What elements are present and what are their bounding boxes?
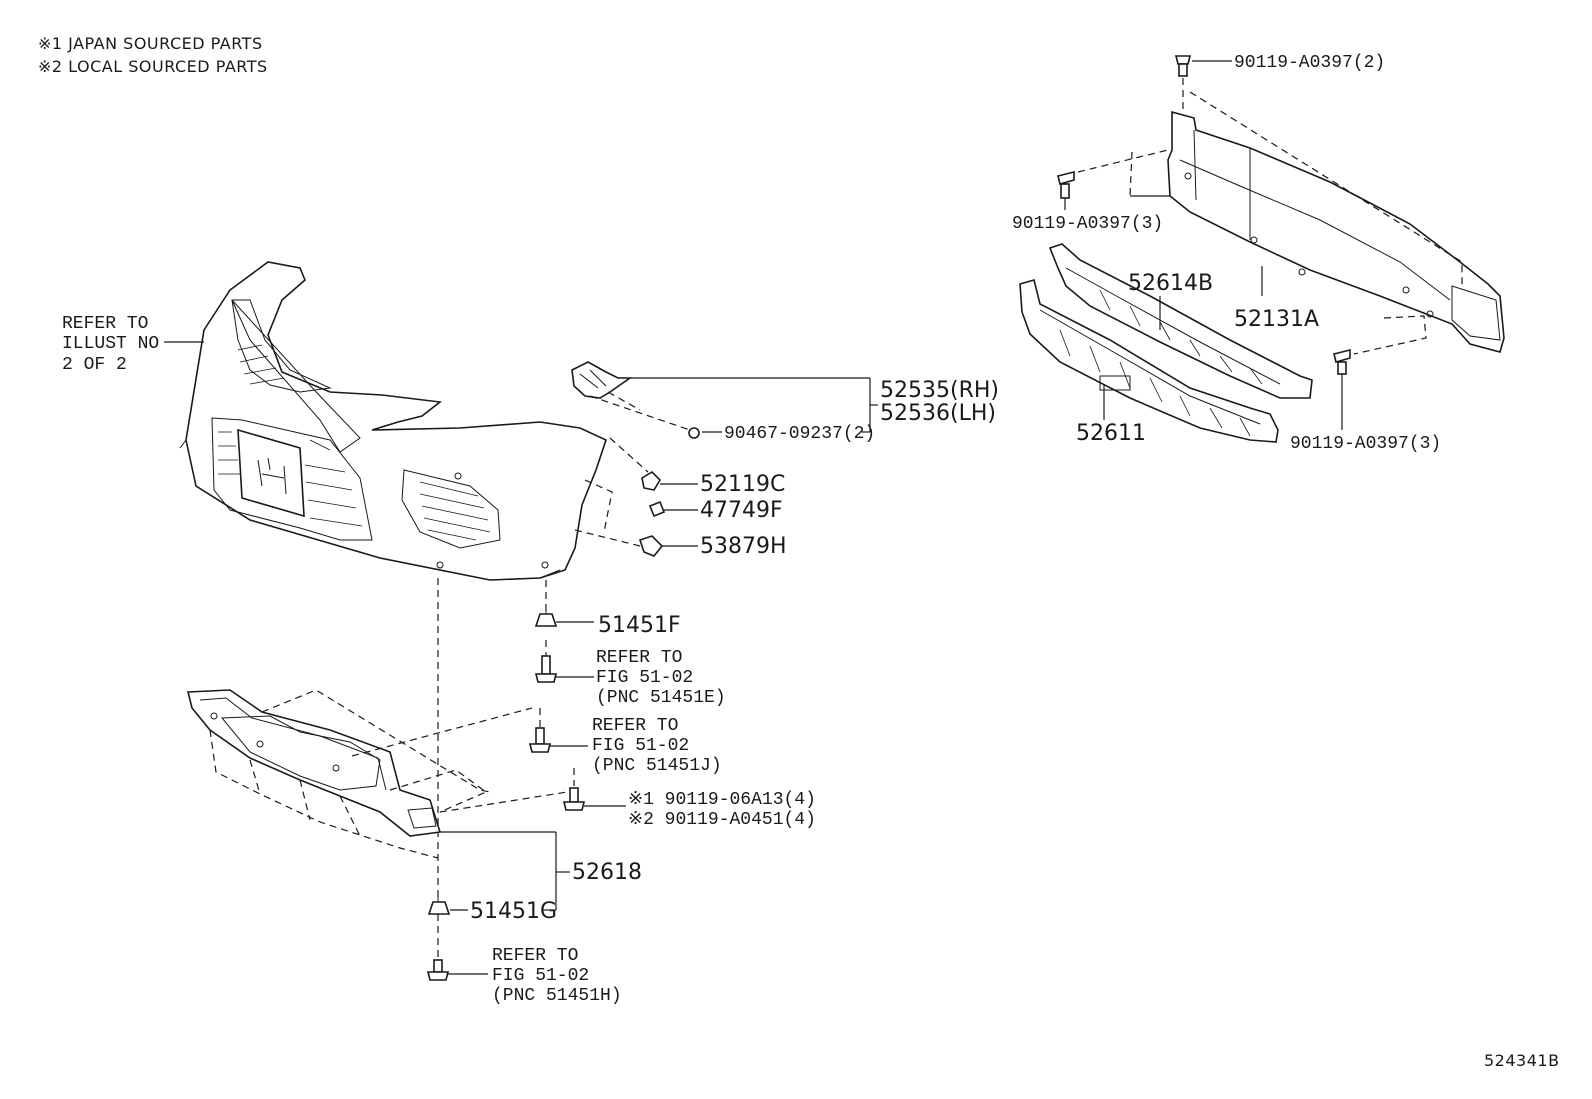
engine-under-cover-drawing	[186, 689, 442, 837]
label-52535-rh: 52535(RH)	[880, 378, 999, 403]
label-90119-06a13: ※1 90119-06A13(4)	[628, 790, 816, 810]
label-90119-a0397-top: 90119-A0397(2)	[1234, 53, 1385, 73]
label-53879h: 53879H	[700, 534, 787, 559]
clip-51451g-icon	[427, 894, 451, 915]
nut-47749f-icon	[648, 500, 666, 518]
refer-fig-j-line3: (PNC 51451J)	[592, 756, 722, 776]
figure-id: 524341B	[1484, 1051, 1560, 1070]
label-52618: 52618	[572, 860, 642, 885]
refer-illust-line2: ILLUST NO	[62, 334, 159, 354]
label-52614b: 52614B	[1128, 271, 1213, 296]
label-90119-a0451: ※2 90119-A0451(4)	[628, 810, 816, 830]
clip-90467-icon	[688, 427, 700, 439]
refer-fig-e-line2: FIG 51-02	[596, 668, 693, 688]
bolt-51451h-icon	[426, 959, 450, 981]
dash-bracket-clip	[589, 395, 691, 431]
label-52131a: 52131A	[1234, 307, 1319, 332]
label-52611: 52611	[1076, 421, 1146, 446]
note-local-sourced: ※2 LOCAL SOURCED PARTS	[38, 57, 268, 76]
refer-fig-h-line3: (PNC 51451H)	[492, 986, 622, 1006]
label-90119-a0397-left: 90119-A0397(3)	[1012, 214, 1163, 234]
label-51451g: 51451G	[470, 899, 557, 924]
refer-fig-h-line1: REFER TO	[492, 946, 578, 966]
label-51451f: 51451F	[598, 613, 681, 638]
retainer-53879h-icon	[638, 535, 664, 557]
bumper-side-bracket	[571, 361, 633, 399]
refer-fig-j-line1: REFER TO	[592, 716, 678, 736]
label-52119c: 52119C	[700, 472, 785, 497]
note-japan-sourced: ※1 JAPAN SOURCED PARTS	[38, 34, 263, 53]
bolt-51451e-icon	[534, 655, 558, 683]
dash-bracket	[607, 391, 641, 411]
label-52536-lh: 52536(LH)	[880, 401, 996, 426]
bumper-reinforcement-drawing	[1167, 110, 1505, 353]
refer-fig-j-line2: FIG 51-02	[592, 736, 689, 756]
refer-fig-e-line3: (PNC 51451E)	[596, 688, 726, 708]
bolt-90119-top-icon	[1174, 55, 1192, 77]
bolt-51451j-icon	[528, 727, 552, 753]
energy-absorber-52611-drawing	[1019, 279, 1279, 443]
bolt-90119-06a13-icon	[562, 787, 586, 811]
retainer-52119c-icon	[641, 470, 662, 491]
bolt-90119-right-icon	[1333, 348, 1351, 375]
refer-fig-e-line1: REFER TO	[596, 648, 682, 668]
label-90119-a0397-right: 90119-A0397(3)	[1290, 434, 1441, 454]
bumper-cover-drawing	[179, 261, 607, 581]
label-47749f: 47749F	[700, 498, 783, 523]
clip-51451f-icon	[534, 606, 558, 627]
label-90467-09237: 90467-09237(2)	[724, 424, 875, 444]
refer-illust-line3: 2 OF 2	[62, 355, 127, 375]
refer-illust-line1: REFER TO	[62, 314, 148, 334]
refer-fig-h-line2: FIG 51-02	[492, 966, 589, 986]
bolt-90119-left-icon	[1057, 170, 1075, 199]
